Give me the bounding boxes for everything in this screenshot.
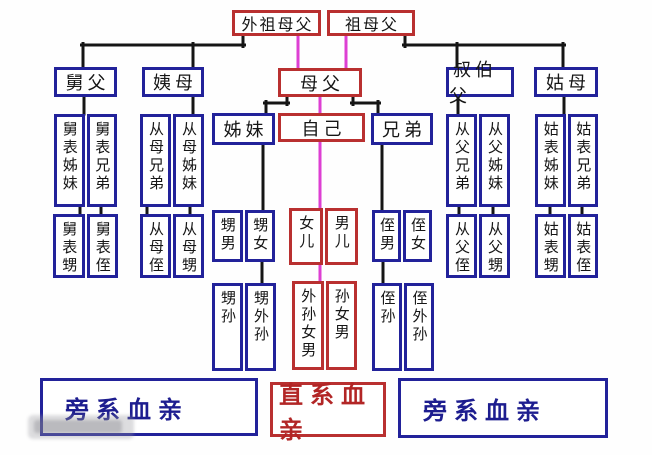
node-sisters: 姊妹 — [212, 113, 275, 145]
pair-maternal-aunt-children: 从母兄弟 从母姊妹 — [140, 114, 204, 207]
node-congfu-zhi: 从父侄 — [446, 214, 477, 278]
pair-paternal-aunt-children: 姑表姊妹 姑表兄弟 — [535, 114, 598, 207]
node-waisun: 外孙女男 — [292, 281, 324, 370]
node-gubiao-sheng: 姑表甥 — [535, 214, 566, 278]
node-gubiao-zhi: 姑表侄 — [567, 214, 598, 278]
node-gubiao-sisters: 姑表姊妹 — [535, 114, 566, 207]
node-congmu-brothers: 从母兄弟 — [140, 114, 171, 207]
pair-paternal-uncle-children: 从父兄弟 从父姊妹 — [446, 114, 510, 207]
node-jiubiao-sheng: 舅表甥 — [53, 214, 85, 278]
node-paternal-uncle: 叔伯父 — [446, 60, 514, 107]
node-paternal-aunt: 姑母 — [534, 67, 598, 97]
node-jiubiao-brothers: 舅表兄弟 — [86, 114, 117, 207]
pair-self-children: 女儿 男儿 — [289, 208, 358, 265]
node-sheng-nan: 甥男 — [212, 210, 243, 262]
node-parents: 母父 — [278, 68, 362, 97]
node-sun: 孙女男 — [325, 281, 357, 370]
node-zhisun: 侄孙 — [372, 283, 402, 371]
watermark — [28, 415, 134, 439]
node-jiubiao-zhi: 舅表侄 — [86, 214, 118, 278]
node-son: 男儿 — [324, 208, 358, 265]
node-maternal-aunt: 姨母 — [142, 67, 204, 97]
node-congfu-sisters: 从父姊妹 — [479, 114, 510, 207]
node-self: 自己 — [278, 113, 365, 142]
pair-paternal-uncle-grandchildren: 从父侄 从父甥 — [446, 214, 510, 278]
node-maternal-grandparents: 外祖母父 — [232, 10, 321, 36]
node-sheng-nv: 甥女 — [244, 210, 275, 262]
pair-maternal-aunt-grandchildren: 从母侄 从母甥 — [140, 214, 204, 278]
node-zhiwaisun: 侄外孙 — [404, 283, 434, 371]
pair-sisters-children: 甥男 甥女 — [212, 210, 275, 262]
pair-brothers-children: 侄男 侄女 — [372, 210, 432, 262]
legend-direct: 直系血亲 — [270, 381, 386, 444]
node-congmu-zhi: 从母侄 — [140, 214, 171, 278]
node-zhi-nan: 侄男 — [372, 210, 401, 262]
node-gubiao-brothers: 姑表兄弟 — [567, 114, 598, 207]
node-congfu-sheng: 从父甥 — [479, 214, 510, 278]
pair-brothers-grandchildren: 侄孙 侄外孙 — [372, 283, 434, 371]
pair-maternal-uncle-children: 舅表姊妹 舅表兄弟 — [54, 114, 117, 207]
legend-collateral-left: 旁系血亲 — [40, 378, 258, 436]
pair-paternal-aunt-grandchildren: 姑表甥 姑表侄 — [535, 214, 598, 278]
legend-collateral-right: 旁系血亲 — [398, 378, 608, 438]
node-shengwaisun: 甥外孙 — [245, 283, 276, 371]
pair-self-grandchildren: 外孙女男 孙女男 — [292, 281, 357, 370]
node-brothers: 兄弟 — [371, 113, 433, 145]
node-congmu-sisters: 从母姊妹 — [173, 114, 204, 207]
node-jiubiao-sisters: 舅表姊妹 — [54, 114, 85, 207]
node-maternal-uncle: 舅父 — [54, 67, 117, 97]
node-daughter: 女儿 — [289, 208, 323, 265]
node-congfu-brothers: 从父兄弟 — [446, 114, 477, 207]
pair-sisters-grandchildren: 甥孙 甥外孙 — [212, 283, 276, 371]
node-paternal-grandparents: 祖母父 — [327, 10, 415, 36]
node-zhi-nv: 侄女 — [403, 210, 432, 262]
node-congmu-sheng: 从母甥 — [173, 214, 204, 278]
pair-maternal-uncle-grandchildren: 舅表甥 舅表侄 — [53, 214, 118, 278]
node-shengsun: 甥孙 — [212, 283, 243, 371]
